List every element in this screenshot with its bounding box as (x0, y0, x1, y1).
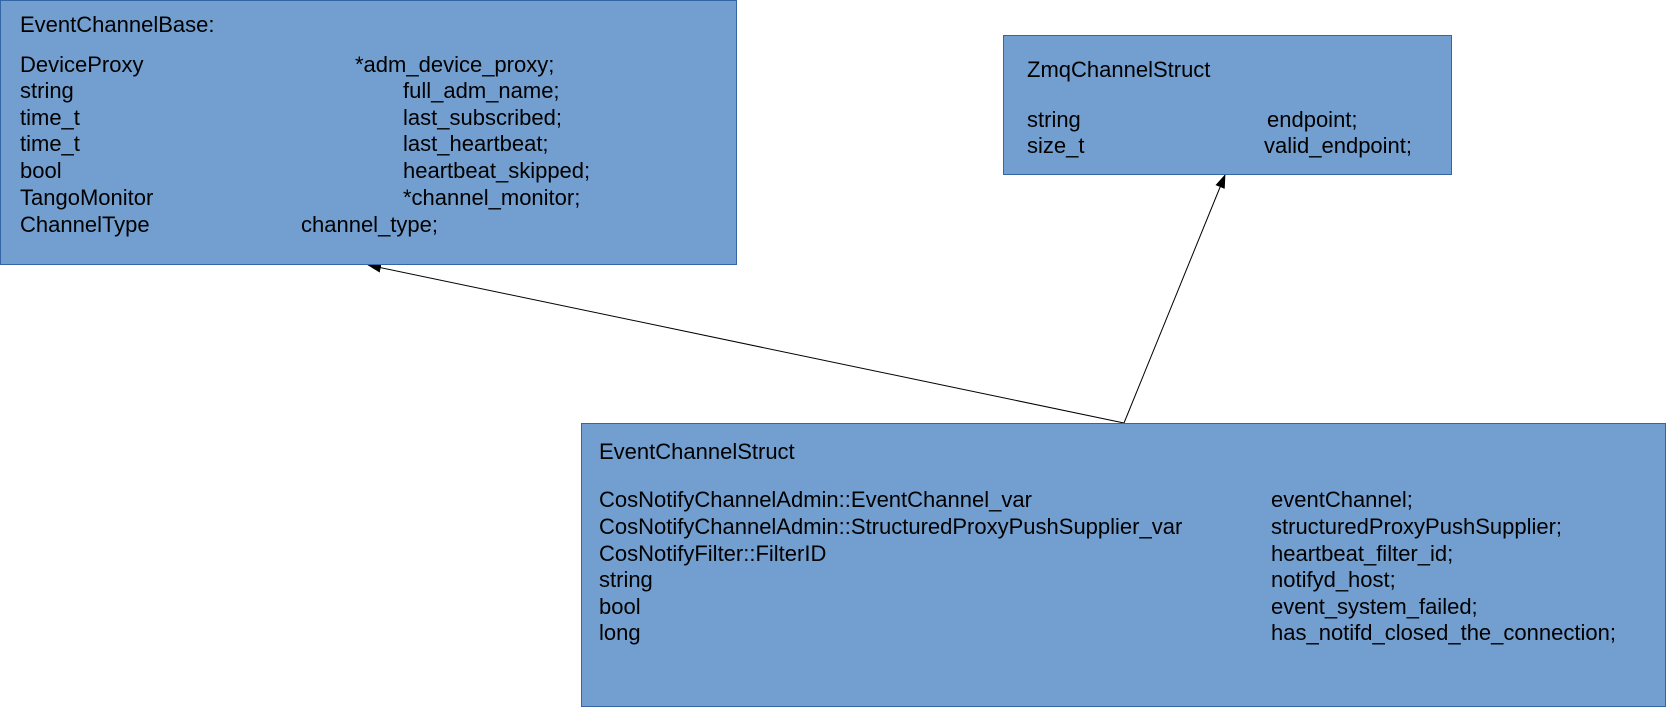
field-name: channel_type; (301, 212, 438, 237)
arrow-struct-to-zmq (1123, 174, 1226, 424)
field-name: valid_endpoint; (1264, 133, 1413, 158)
field-name: notifyd_host; (1271, 567, 1396, 592)
field-type: string (1027, 107, 1081, 132)
field-type: CosNotifyFilter::FilterID (599, 541, 827, 566)
field-type: DeviceProxy (20, 52, 144, 77)
field-name: *channel_monitor; (403, 185, 581, 210)
field-row: CosNotifyChannelAdmin::StructuredProxyPu… (582, 514, 1665, 540)
field-name: endpoint; (1267, 107, 1358, 132)
field-row: DeviceProxy *adm_device_proxy; (1, 52, 736, 78)
field-name: structuredProxyPushSupplier; (1271, 514, 1563, 539)
event-channel-base-title: EventChannelBase: (20, 12, 215, 37)
field-type: bool (599, 594, 641, 619)
arrow-struct-to-base (367, 262, 1125, 424)
field-type: long (599, 620, 641, 645)
field-row: CosNotifyFilter::FilterID heartbeat_filt… (582, 541, 1665, 567)
field-name: *adm_device_proxy; (355, 52, 555, 77)
field-type: time_t (20, 105, 80, 130)
field-row: size_t valid_endpoint; (1004, 133, 1451, 159)
field-row: long has_notifd_closed_the_connection; (582, 620, 1665, 646)
field-name: heartbeat_filter_id; (1271, 541, 1454, 566)
field-name: full_adm_name; (403, 78, 560, 103)
field-type: size_t (1027, 133, 1085, 158)
field-row: bool event_system_failed; (582, 594, 1665, 620)
field-row: string endpoint; (1004, 107, 1451, 133)
field-name: heartbeat_skipped; (403, 158, 591, 183)
field-type: time_t (20, 131, 80, 156)
field-row: TangoMonitor *channel_monitor; (1, 185, 736, 211)
field-name: eventChannel; (1271, 487, 1413, 512)
field-row: string full_adm_name; (1, 78, 736, 104)
field-row: ChannelType channel_type; (1, 212, 736, 238)
event-channel-struct-box: EventChannelStruct CosNotifyChannelAdmin… (581, 423, 1666, 707)
field-type: string (20, 78, 74, 103)
field-type: TangoMonitor (20, 185, 154, 210)
field-type: ChannelType (20, 212, 150, 237)
field-type: bool (20, 158, 62, 183)
field-row: CosNotifyChannelAdmin::EventChannel_var … (582, 487, 1665, 513)
zmq-channel-struct-box: ZmqChannelStruct string endpoint; size_t… (1003, 35, 1452, 175)
field-type: CosNotifyChannelAdmin::StructuredProxyPu… (599, 514, 1183, 539)
field-row: bool heartbeat_skipped; (1, 158, 736, 184)
field-name: last_subscribed; (403, 105, 562, 130)
field-row: time_t last_heartbeat; (1, 131, 736, 157)
field-name: event_system_failed; (1271, 594, 1478, 619)
event-channel-struct-title: EventChannelStruct (599, 439, 795, 464)
field-name: last_heartbeat; (403, 131, 549, 156)
zmq-channel-struct-title: ZmqChannelStruct (1027, 57, 1211, 82)
event-channel-base-box: EventChannelBase: DeviceProxy *adm_devic… (0, 0, 737, 265)
field-row: time_t last_subscribed; (1, 105, 736, 131)
field-name: has_notifd_closed_the_connection; (1271, 620, 1616, 645)
field-type: CosNotifyChannelAdmin::EventChannel_var (599, 487, 1032, 512)
field-row: string notifyd_host; (582, 567, 1665, 593)
field-type: string (599, 567, 653, 592)
